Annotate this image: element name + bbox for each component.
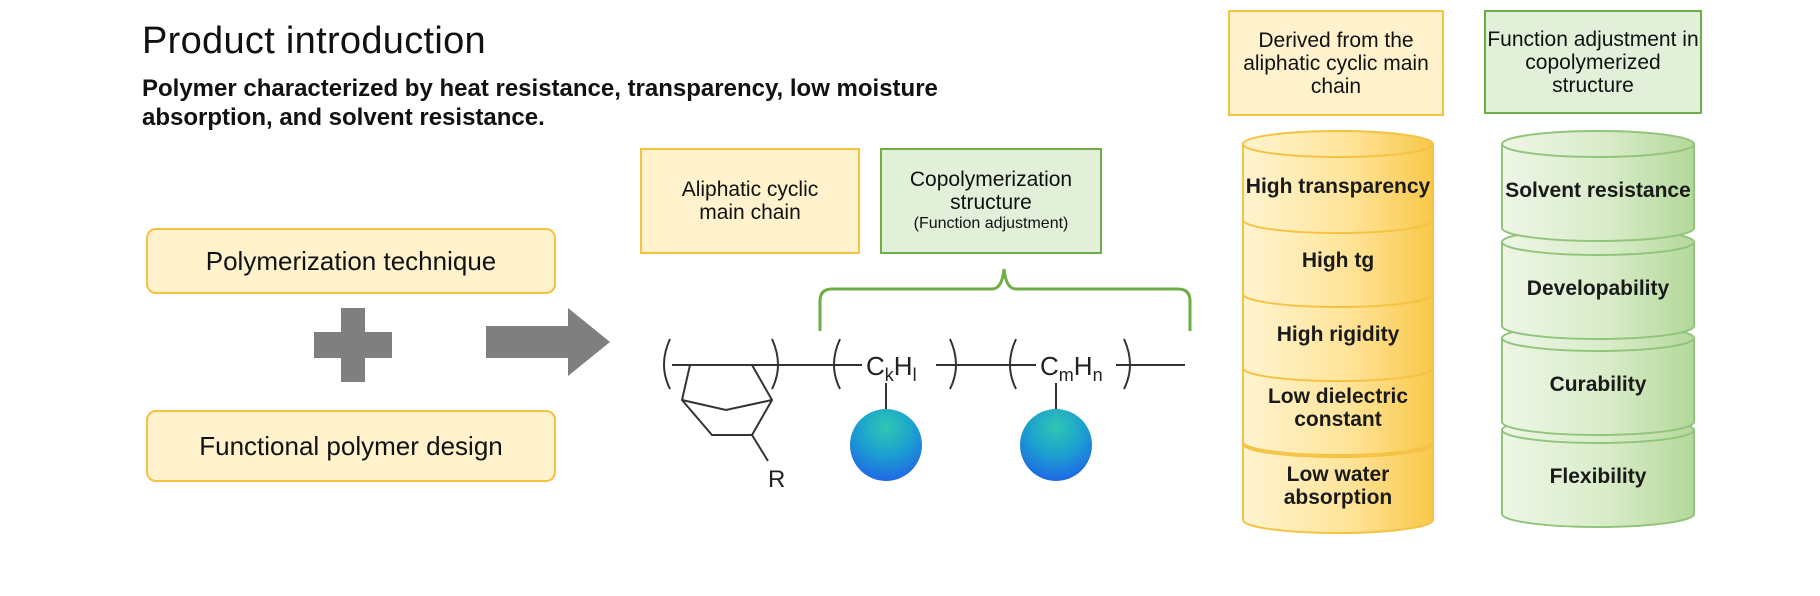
yellow-cylinder-2 [1242, 291, 1434, 382]
yellow-header-box: Derived from the aliphatic cyclic main c… [1228, 10, 1444, 116]
functional-polymer-design-box: Functional polymer design [146, 410, 556, 482]
green-property-label: Developability [1526, 276, 1670, 300]
yellow-cylinder-3 [1242, 365, 1434, 456]
yellow-cylinder-4 [1242, 443, 1434, 534]
functional-polymer-design-label: Functional polymer design [199, 430, 503, 461]
unit2-formula: CmHn [1040, 351, 1103, 385]
function-adjustment-label: (Function adjustment) [913, 215, 1069, 232]
polymerization-technique-label: Polymerization technique [205, 245, 497, 276]
left-symbols [314, 308, 610, 382]
yellow-property-label: High transparency [1245, 174, 1431, 198]
functional-group-sphere-1 [850, 409, 922, 481]
green-property-label: Flexibility [1549, 464, 1647, 488]
functional-group-sphere-2 [1020, 409, 1092, 481]
yellow-header-label: Derived from the aliphatic cyclic main c… [1243, 28, 1429, 98]
property-cylinders [1242, 130, 1695, 534]
unit1-formula: CkHl [866, 351, 917, 385]
copolymer-brace [818, 268, 1192, 331]
copolymerization-box: Copolymerization structure (Function adj… [880, 148, 1102, 254]
norbornane-ring [680, 364, 774, 462]
copolymerization-label: Copolymerization structure [909, 168, 1073, 214]
green-cylinder-cap-0 [1501, 130, 1695, 158]
green-header-label: Function adjustment in copolymerized str… [1487, 27, 1699, 97]
yellow-property-label: Low dielectric constant [1267, 385, 1409, 431]
aliphatic-cyclic-box: Aliphatic cyclic main chain [640, 148, 860, 254]
green-cylinder-1 [1501, 241, 1695, 340]
page-title: Product introduction [142, 20, 486, 62]
green-cylinder-3 [1501, 429, 1695, 528]
polymerization-technique-box: Polymerization technique [146, 228, 556, 294]
yellow-property-label: High rigidity [1276, 322, 1400, 346]
green-property-label: Curability [1549, 372, 1647, 396]
yellow-cylinder-0 [1242, 143, 1434, 234]
green-header-box: Function adjustment in copolymerized str… [1484, 10, 1702, 114]
page-subtitle: Polymer characterized by heat resistance… [142, 75, 938, 131]
yellow-property-label: High tg [1301, 248, 1375, 272]
aliphatic-cyclic-label: Aliphatic cyclic main chain [681, 178, 819, 224]
plus-icon-horizontal [314, 332, 392, 358]
green-cylinder-2 [1501, 337, 1695, 436]
green-property-label: Solvent resistance [1505, 178, 1691, 202]
yellow-cylinder-1 [1242, 217, 1434, 308]
yellow-property-label: Low water absorption [1283, 463, 1393, 509]
green-cylinder-0 [1501, 143, 1695, 242]
yellow-cylinder-cap-0 [1242, 130, 1434, 158]
right-arrow-icon [486, 308, 610, 376]
polymer-structure: R CkHl CmHn [663, 268, 1192, 493]
r-group: R [768, 466, 785, 493]
